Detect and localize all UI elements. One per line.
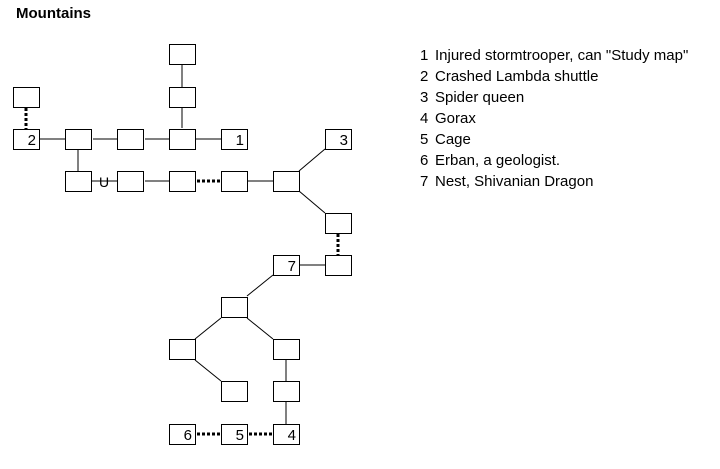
map-rooms — [13, 44, 352, 445]
connection — [298, 190, 326, 214]
map-dotted-connections — [24, 108, 340, 436]
room-label: 4 — [288, 427, 296, 444]
room — [65, 171, 92, 192]
room — [273, 171, 300, 192]
legend-item: 1 Injured stormtrooper, can "Study map" — [420, 45, 688, 66]
legend-item: 7 Nest, Shivanian Dragon — [420, 171, 688, 192]
room-1 — [221, 129, 248, 150]
legend-text: Gorax — [435, 110, 476, 127]
room — [169, 129, 196, 150]
room-6 — [169, 424, 196, 445]
room-label: 5 — [236, 427, 244, 444]
room-label: 3 — [340, 132, 348, 149]
legend-item: 2 Crashed Lambda shuttle — [420, 66, 688, 87]
room — [117, 171, 144, 192]
room — [221, 171, 248, 192]
connection — [246, 274, 274, 297]
legend-text: Injured stormtrooper, can "Study map" — [435, 47, 689, 64]
room-label: 7 — [288, 258, 296, 275]
room-7 — [273, 255, 300, 276]
room — [273, 339, 300, 360]
legend-text: Spider queen — [435, 89, 525, 106]
room-label: 1 — [236, 132, 244, 149]
legend-text: Crashed Lambda shuttle — [435, 68, 599, 85]
passage-mark-u: U — [99, 174, 109, 190]
room — [169, 87, 196, 108]
room — [169, 339, 196, 360]
room — [65, 129, 92, 150]
room — [325, 255, 352, 276]
legend-text: Cage — [435, 131, 471, 148]
legend-number: 2 — [420, 68, 429, 85]
room — [221, 297, 248, 318]
connection — [246, 317, 274, 340]
room-label: 2 — [28, 132, 36, 149]
room — [117, 129, 144, 150]
connection — [298, 148, 326, 172]
legend-item: 5 Cage — [420, 129, 688, 150]
room — [273, 381, 300, 402]
room — [325, 213, 352, 234]
room — [169, 171, 196, 192]
page-title: Mountains — [16, 5, 91, 22]
legend-number: 6 — [420, 152, 429, 169]
legend-number: 1 — [420, 47, 429, 64]
legend-item: 3 Spider queen — [420, 87, 688, 108]
room-5 — [221, 424, 248, 445]
room — [221, 381, 248, 402]
room-2 — [13, 129, 40, 150]
legend-text: Erban, a geologist. — [435, 152, 561, 169]
map-connections — [39, 65, 326, 424]
legend-number: 3 — [420, 89, 429, 106]
legend-item: 4 Gorax — [420, 108, 688, 129]
room-3 — [325, 129, 352, 150]
legend-text: Nest, Shivanian Dragon — [435, 173, 594, 190]
room — [13, 87, 40, 108]
connection — [194, 317, 222, 340]
room — [169, 44, 196, 65]
room-4 — [273, 424, 300, 445]
legend-item: 6 Erban, a geologist. — [420, 150, 688, 171]
legend-number: 4 — [420, 110, 429, 127]
legend-number: 7 — [420, 173, 429, 190]
legend: 1 Injured stormtrooper, can "Study map" 2… — [420, 45, 688, 192]
connection — [194, 359, 222, 382]
room-label: 6 — [184, 427, 192, 444]
legend-number: 5 — [420, 131, 429, 148]
